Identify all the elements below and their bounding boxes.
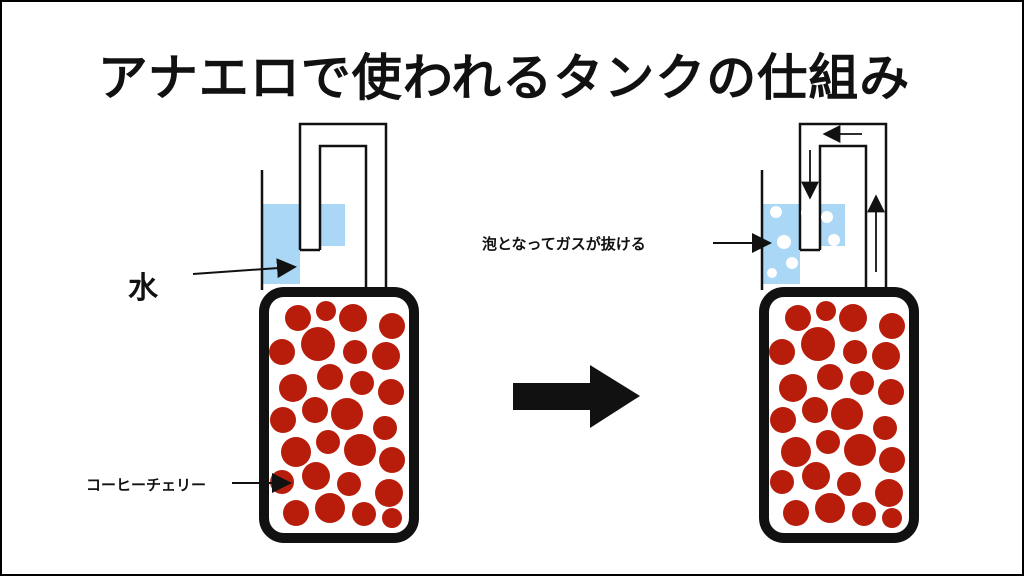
gas-tube-left xyxy=(298,122,388,312)
water-label: 水 xyxy=(128,271,158,306)
gas-bubbles xyxy=(767,206,840,282)
diagram-title: アナエロで使われるタンクの仕組み xyxy=(97,49,911,107)
gas-bubbles-label: 泡となってガスが抜ける xyxy=(482,235,646,253)
coffee-cherry-label: コーヒーチェリー xyxy=(86,476,207,494)
right-arrow-icon xyxy=(513,365,640,428)
tank-before xyxy=(192,122,419,543)
water-pointer-arrow xyxy=(192,258,297,279)
cherries-right xyxy=(769,301,905,528)
gas-tube-right xyxy=(798,122,888,312)
gas-flow-arrows xyxy=(801,125,885,272)
cherries-left xyxy=(269,301,405,528)
tank-after xyxy=(713,122,919,543)
